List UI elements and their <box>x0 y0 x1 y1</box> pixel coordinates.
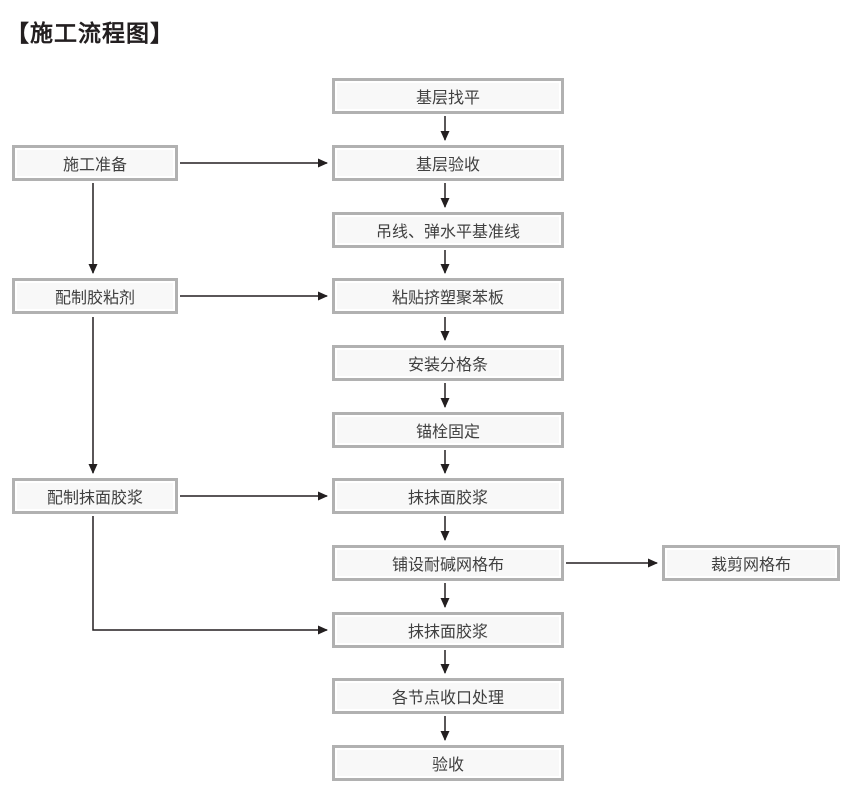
node-hang-line-level-reference: 吊线、弹水平基准线 <box>332 212 564 248</box>
node-acceptance: 验收 <box>332 745 564 781</box>
node-joint-closing-treatment: 各节点收口处理 <box>332 678 564 714</box>
node-apply-finish-mortar-2: 抹抹面胶浆 <box>332 612 564 648</box>
node-install-dividing-strips: 安装分格条 <box>332 345 564 381</box>
node-anchor-bolt-fixing: 锚栓固定 <box>332 412 564 448</box>
node-apply-finish-mortar-1: 抹抹面胶浆 <box>332 478 564 514</box>
node-lay-alkali-resistant-mesh: 铺设耐碱网格布 <box>332 545 564 581</box>
node-cut-mesh: 裁剪网格布 <box>662 545 840 581</box>
arrow-mortar-prep-to-finish-mortar-2 <box>92 516 328 635</box>
node-base-acceptance: 基层验收 <box>332 145 564 181</box>
diagram-title: 【施工流程图】 <box>6 20 174 46</box>
node-paste-xps-board: 粘贴挤塑聚苯板 <box>332 278 564 314</box>
node-prepare-finish-mortar: 配制抹面胶浆 <box>12 478 178 514</box>
node-construction-preparation: 施工准备 <box>12 145 178 181</box>
node-base-leveling: 基层找平 <box>332 78 564 114</box>
node-prepare-adhesive: 配制胶粘剂 <box>12 278 178 314</box>
